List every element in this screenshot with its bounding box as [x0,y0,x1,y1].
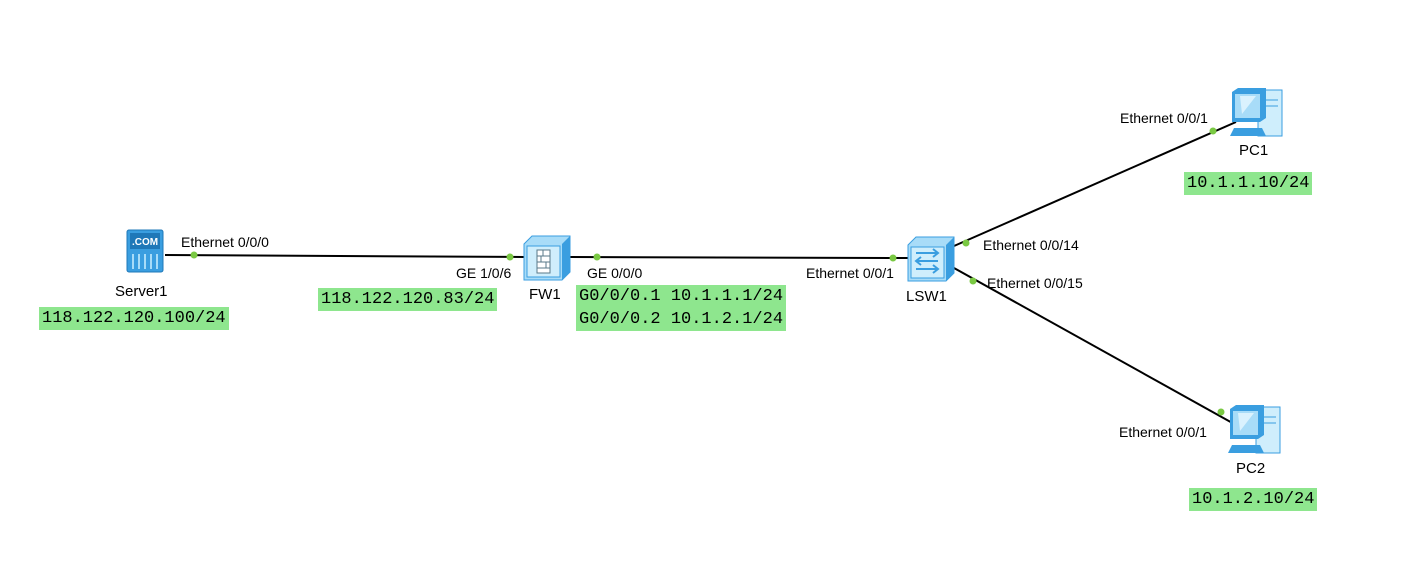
ip-fw1-sub2: G0/0/0.2 10.1.2.1/24 [579,310,784,329]
ip-label-pc2: 10.1.2.10/24 [1189,488,1318,511]
port-label-pc1: Ethernet 0/0/1 [1120,110,1208,126]
port-dot-pc1 [1209,127,1217,135]
pc1-name: PC1 [1239,142,1269,159]
lsw1-name: LSW1 [906,288,947,305]
ip-label-server1: 118.122.120.100/24 [39,307,229,330]
ip-fw1-sub1: G0/0/0.1 10.1.1.1/24 [579,287,784,306]
port-dot-fw1-ge106 [506,253,514,261]
fw1-name: FW1 [529,286,561,303]
ip-pc2: 10.1.2.10/24 [1192,490,1315,509]
ip-server1: 118.122.120.100/24 [42,309,226,328]
port-dot-server1 [190,251,198,259]
switch-icon[interactable] [907,236,955,282]
port-dot-lsw1-eth001 [889,254,897,262]
pc1-icon[interactable] [1230,88,1283,137]
ip-fw1-wan: 118.122.120.83/24 [321,290,495,309]
port-label-pc2: Ethernet 0/0/1 [1119,424,1207,440]
port-label-lsw1-eth014: Ethernet 0/0/14 [983,237,1079,253]
port-label-fw1-ge106: GE 1/0/6 [456,265,512,281]
server-icon-label: .COM [132,237,158,248]
link-lsw1-pc2[interactable] [953,267,1237,426]
port-label-lsw1-eth001: Ethernet 0/0/1 [806,265,894,281]
port-dot-lsw1-eth015 [969,277,977,285]
ip-label-fw1-wan: 118.122.120.83/24 [318,288,498,311]
port-label-lsw1-eth015: Ethernet 0/0/15 [987,275,1083,291]
port-dot-lsw1-eth014 [962,239,970,247]
pc2-icon[interactable] [1228,405,1281,454]
pc2-name: PC2 [1236,460,1266,477]
port-dot-fw1-ge000 [593,253,601,261]
port-dot-pc2 [1217,408,1225,416]
port-label-fw1-ge000: GE 0/0/0 [587,265,643,281]
server-icon[interactable]: .COM [126,229,164,273]
server1-name: Server1 [115,283,168,300]
port-label-server1: Ethernet 0/0/0 [181,234,269,250]
firewall-icon[interactable] [523,235,571,281]
link-fw1-lsw1[interactable] [569,256,909,259]
link-server1-fw1[interactable] [164,254,525,258]
link-lsw1-pc1[interactable] [953,121,1237,247]
ip-label-fw1-subinterfaces: G0/0/0.1 10.1.1.1/24 G0/0/0.2 10.1.2.1/2… [576,285,787,331]
ip-label-pc1: 10.1.1.10/24 [1184,172,1313,195]
ip-pc1: 10.1.1.10/24 [1187,174,1310,193]
